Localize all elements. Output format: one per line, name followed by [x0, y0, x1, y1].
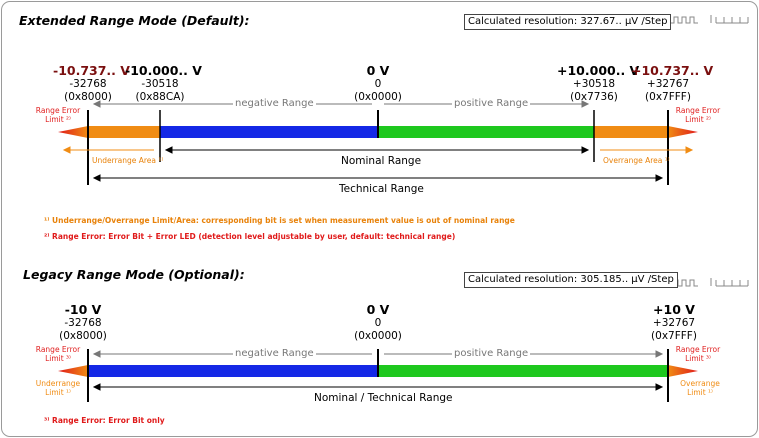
legacy-right-volt: +10 V: [653, 302, 695, 317]
legacy-negative-range-label: negative Range: [233, 348, 316, 359]
legacy-underrange-line2: Limit ¹⁾: [45, 388, 71, 397]
extended-underrange-bar: [88, 126, 160, 138]
extended-negative-bar: [160, 126, 378, 138]
extended-right-tech-hex: (0x7FFF): [645, 91, 691, 103]
extended-zero-volt: 0 V: [366, 63, 390, 78]
extended-note-1: ¹⁾ Underrange/Overrange Limit/Area: corr…: [44, 216, 515, 225]
legacy-nominal-technical-label: Nominal / Technical Range: [314, 392, 453, 404]
legacy-overrange-limit-label: Overrange Limit ¹⁾: [672, 379, 728, 397]
legacy-underrange-line1: Underrange: [35, 379, 81, 388]
legacy-right-limit-line2: Limit ³⁾: [685, 354, 711, 363]
extended-left-tech-hex: (0x8000): [64, 91, 112, 103]
extended-left-tech-volt: -10.737.. V: [53, 63, 130, 78]
extended-left-limit-line1: Range Error: [35, 106, 81, 115]
step-icon-extended: [670, 15, 749, 24]
extended-right-limit-label: Range Error Limit ²⁾: [672, 106, 724, 124]
extended-right-tech-dec: +32767: [646, 78, 690, 90]
legacy-resolution-box: Calculated resolution: 305.185.. µV /Ste…: [464, 272, 678, 288]
extended-technical-range-label: Technical Range: [339, 183, 424, 195]
legacy-negative-bar: [88, 365, 378, 377]
extended-overrange-bar: [594, 126, 668, 138]
legacy-right-cone: [668, 365, 698, 377]
legacy-left-hex: (0x8000): [59, 330, 107, 342]
extended-note-2: ²⁾ Range Error: Error Bit + Error LED (d…: [44, 232, 456, 241]
extended-zero-dec: 0: [374, 78, 382, 90]
extended-positive-bar: [378, 126, 594, 138]
legacy-overrange-line2: Limit ¹⁾: [687, 388, 713, 397]
legacy-zero-dec: 0: [374, 317, 382, 329]
legacy-left-cone: [58, 365, 88, 377]
legacy-mode-title: Legacy Range Mode (Optional):: [23, 267, 245, 282]
extended-right-nom-hex: (0x7736): [570, 91, 618, 103]
extended-right-limit-line2: Limit ²⁾: [685, 115, 711, 124]
legacy-zero-volt: 0 V: [366, 302, 390, 317]
extended-right-nom-volt: +10.000.. V: [557, 63, 640, 78]
extended-left-limit-line2: Limit ²⁾: [45, 115, 71, 124]
legacy-zero-hex: (0x0000): [354, 330, 402, 342]
legacy-left-volt: -10 V: [64, 302, 102, 317]
legacy-left-limit-label: Range Error Limit ³⁾: [32, 345, 84, 363]
extended-resolution-box: Calculated resolution: 327.67.. µV /Step: [464, 14, 672, 30]
extended-left-nom-volt: -10.000.. V: [125, 63, 202, 78]
step-icon-legacy: [670, 278, 749, 287]
extended-left-limit-label: Range Error Limit ²⁾: [32, 106, 84, 124]
extended-zero-hex: (0x0000): [354, 91, 402, 103]
legacy-right-hex: (0x7FFF): [651, 330, 697, 342]
legacy-underrange-limit-label: Underrange Limit ¹⁾: [30, 379, 86, 397]
extended-right-tech-volt: +10.737.. V: [631, 63, 714, 78]
legacy-positive-bar: [378, 365, 668, 377]
extended-left-tech-dec: -32768: [69, 78, 107, 90]
extended-underrange-cone: [58, 126, 88, 138]
legacy-right-limit-line1: Range Error: [675, 345, 721, 354]
legacy-positive-range-label: positive Range: [452, 348, 531, 359]
extended-mode-title: Extended Range Mode (Default):: [19, 13, 250, 28]
extended-underrange-area-label: Underrange Area ¹⁾: [92, 156, 164, 165]
extended-right-nom-dec: +30518: [572, 78, 616, 90]
extended-positive-range-label: positive Range: [452, 98, 531, 109]
legacy-right-dec: +32767: [652, 317, 696, 329]
extended-overrange-area-label: Overrange Area ¹⁾: [603, 156, 670, 165]
extended-negative-range-label: negative Range: [233, 98, 316, 109]
legacy-left-limit-line1: Range Error: [35, 345, 81, 354]
extended-overrange-cone: [668, 126, 698, 138]
legacy-left-limit-line2: Limit ³⁾: [45, 354, 71, 363]
extended-nominal-range-label: Nominal Range: [341, 155, 422, 167]
legacy-overrange-line1: Overrange: [680, 379, 720, 388]
legacy-right-limit-label: Range Error Limit ³⁾: [672, 345, 724, 363]
legacy-note-3: ³⁾ Range Error: Error Bit only: [44, 416, 165, 425]
extended-right-limit-line1: Range Error: [675, 106, 721, 115]
legacy-left-dec: -32768: [64, 317, 102, 329]
extended-left-nom-hex: (0x88CA): [135, 91, 185, 103]
extended-left-nom-dec: -30518: [141, 78, 179, 90]
